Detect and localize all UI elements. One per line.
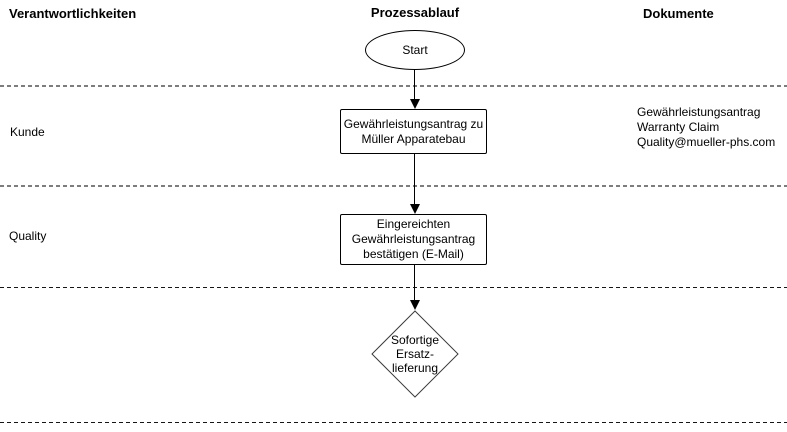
column-header-process: Prozessablauf xyxy=(370,5,460,20)
lane-divider xyxy=(0,422,787,423)
process-step-text-line: Eingereichten xyxy=(376,217,451,231)
arrow-down-icon xyxy=(410,300,420,310)
connector-line xyxy=(414,154,415,205)
diamond-shape-icon xyxy=(371,310,459,398)
lane-divider xyxy=(0,287,787,288)
start-label: Start xyxy=(402,43,428,57)
decision-text-line: Ersatz- xyxy=(395,347,434,361)
document-reference-line: Quality@mueller-phs.com xyxy=(637,135,776,149)
lane-label-kunde: Kunde xyxy=(10,125,45,139)
lane-divider xyxy=(0,85,787,87)
connector-line xyxy=(414,265,415,301)
decision-text-line: lieferung xyxy=(391,361,439,375)
document-reference: Gewährleistungsantrag Warranty Claim Qua… xyxy=(637,105,775,150)
process-step-warranty-claim: Gewährleistungsantrag zu Müller Apparate… xyxy=(340,109,487,154)
decision-text: Sofortige Ersatz- lieferung xyxy=(371,310,459,398)
column-header-documents: Dokumente xyxy=(643,6,714,21)
column-header-responsibilities: Verantwortlichkeiten xyxy=(9,6,137,21)
arrow-down-icon xyxy=(410,204,420,214)
decision-diamond: Sofortige Ersatz- lieferung xyxy=(371,310,459,398)
arrow-down-icon xyxy=(410,99,420,109)
connector-line xyxy=(414,69,415,100)
process-step-confirm-claim: Eingereichten Gewährleistungsantrag best… xyxy=(340,214,487,265)
process-step-text-line: Müller Apparatebau xyxy=(361,131,466,146)
process-step-text-line: Gewährleistungsantrag zu xyxy=(343,116,484,131)
process-step-text-line: Gewährleistungsantrag xyxy=(351,232,476,246)
start-terminator: Start xyxy=(365,30,465,70)
lane-divider xyxy=(0,185,787,187)
decision-text-line: Sofortige xyxy=(390,333,440,347)
document-reference-line: Gewährleistungsantrag xyxy=(637,105,761,119)
process-step-text-line: bestätigen (E-Mail) xyxy=(363,247,464,261)
document-reference-line: Warranty Claim xyxy=(637,120,720,134)
lane-label-quality: Quality xyxy=(9,229,47,243)
